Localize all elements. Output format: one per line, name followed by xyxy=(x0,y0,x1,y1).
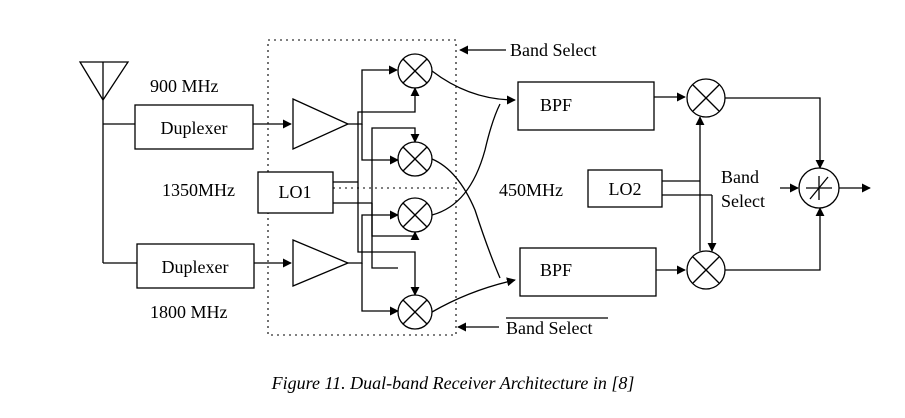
antenna-icon xyxy=(78,61,130,263)
mixer-6 xyxy=(686,250,726,290)
mixer-2 xyxy=(397,141,433,177)
mixer-3 xyxy=(397,197,433,233)
lna-bottom-amplifier xyxy=(292,239,350,287)
lo2-label: LO2 xyxy=(609,179,642,199)
band-select-mid-label-line1: Band xyxy=(721,167,759,187)
bpf-bottom-label: BPF xyxy=(540,260,572,280)
lna-top-amplifier xyxy=(292,97,350,151)
mixer-4 xyxy=(397,294,433,330)
band-select-bottom-label: Band Select xyxy=(506,318,592,338)
band-select-mid-label-line2: Select xyxy=(721,191,765,211)
band-select-region xyxy=(267,39,457,336)
duplexer-bottom-label: Duplexer xyxy=(162,257,229,277)
mixer-5 xyxy=(686,78,726,118)
lo1-label: LO1 xyxy=(279,182,312,202)
lo2-box xyxy=(587,169,663,208)
bpf-top-box xyxy=(517,81,655,131)
band-select-top-label: Band Select xyxy=(510,40,596,60)
bpf-bottom-box xyxy=(519,247,657,297)
freq-900-label: 900 MHz xyxy=(150,76,219,96)
freq-450-label: 450MHz xyxy=(499,180,563,200)
freq-1800-label: 1800 MHz xyxy=(150,302,228,322)
duplexer-top-box xyxy=(134,104,254,150)
duplexer-bottom-box xyxy=(136,243,255,289)
lo1-box xyxy=(257,171,334,214)
duplexer-top-label: Duplexer xyxy=(161,118,228,138)
figure-caption: Figure 11. Dual-band Receiver Architectu… xyxy=(271,373,635,393)
bpf-top-label: BPF xyxy=(540,95,572,115)
summer-node xyxy=(798,167,840,209)
freq-1350-label: 1350MHz xyxy=(162,180,235,200)
mixer-1 xyxy=(397,53,433,89)
